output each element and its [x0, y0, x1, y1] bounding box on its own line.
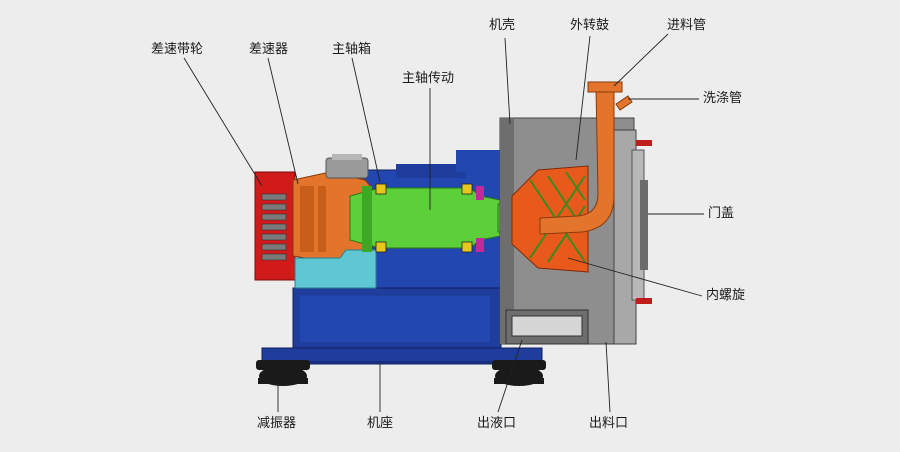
label-spindle-drive: 主轴传动: [402, 71, 455, 86]
label-inner-spiral: 内螺旋: [706, 288, 746, 303]
bearings: [375, 183, 473, 253]
label-differential: 差速器: [249, 42, 289, 57]
label-liquid-outlet: 出液口: [477, 416, 517, 431]
label-spindle-box: 主轴箱: [332, 42, 372, 57]
damper-right: [492, 360, 546, 386]
label-base: 机座: [367, 416, 394, 431]
differential-cap: [325, 157, 369, 179]
label-damper: 减振器: [257, 416, 297, 431]
label-wash-pipe: 洗涤管: [703, 91, 743, 106]
base-plate: [261, 347, 543, 363]
feed-pipe: [539, 87, 615, 235]
door-clamps: [636, 140, 652, 304]
label-casing: 机壳: [489, 18, 516, 33]
label-outer-drum: 外转鼓: [570, 18, 610, 33]
damper-left: [256, 360, 310, 386]
wash-pipe: [615, 95, 633, 111]
seals: [476, 186, 484, 252]
label-feed-pipe: 进料管: [667, 18, 707, 33]
leader-lines: [183, 33, 704, 413]
label-door-cover: 门盖: [708, 206, 735, 221]
label-solid-outlet: 出料口: [589, 416, 629, 431]
label-belt-wheel: 差速带轮: [151, 42, 204, 57]
